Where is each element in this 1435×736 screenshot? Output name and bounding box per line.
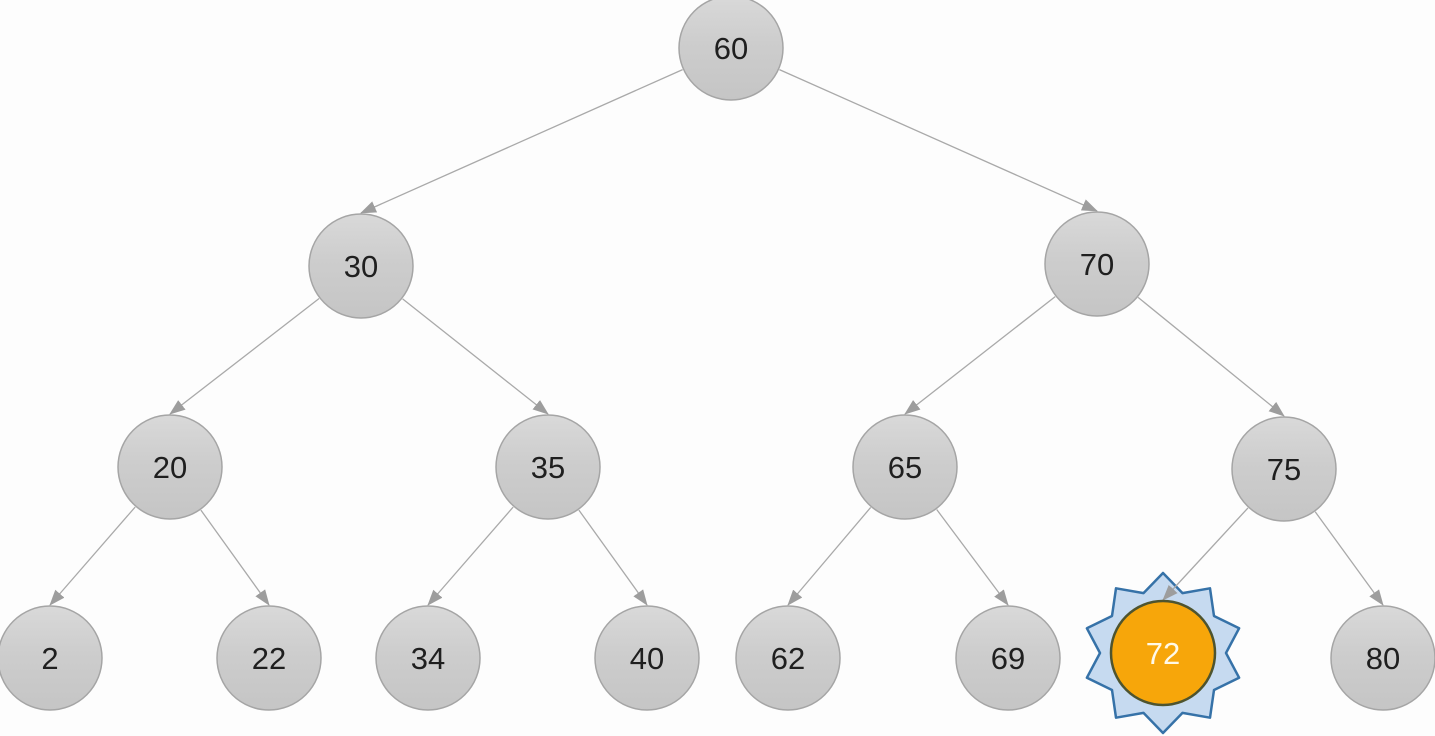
tree-node-value: 35 (531, 450, 565, 485)
node-circle (852, 414, 958, 520)
highlighted-node-circle (1109, 599, 1217, 707)
node-circle (594, 605, 700, 711)
tree-node-value: 30 (344, 249, 378, 284)
node-circle (678, 0, 784, 101)
node-circle (1044, 211, 1150, 317)
tree-edge-65-62 (787, 506, 872, 606)
tree-node-value: 2 (41, 641, 58, 676)
tree-node-value: 70 (1080, 247, 1114, 282)
tree-node-value: 62 (771, 641, 805, 676)
tree-edge-30-35 (402, 298, 549, 415)
tree-edge-20-2 (49, 506, 136, 606)
tree-node: 62 (735, 605, 841, 711)
tree-node-value: 69 (991, 641, 1025, 676)
tree-edge-70-75 (1137, 296, 1285, 417)
tree-node: 75 (1231, 416, 1337, 522)
tree-node: 22 (216, 605, 322, 711)
node-circle (216, 605, 322, 711)
tree-edge-60-30 (360, 69, 683, 214)
tree-edge-35-40 (578, 509, 648, 606)
tree-node: 69 (955, 605, 1061, 711)
tree-edge-75-72 (1162, 507, 1249, 601)
tree-edge-35-34 (427, 506, 514, 606)
tree-edge-65-69 (936, 509, 1009, 606)
tree-edge-70-65 (904, 296, 1056, 415)
tree-node: 20 (117, 414, 223, 520)
node-circle (495, 414, 601, 520)
node-circle (735, 605, 841, 711)
tree-node: 35 (495, 414, 601, 520)
edge-layer (49, 69, 1384, 606)
tree-node-value: 40 (630, 641, 664, 676)
node-circle (1330, 605, 1435, 711)
tree-node: 40 (594, 605, 700, 711)
tree-node: 65 (852, 414, 958, 520)
tree-edge-60-70 (779, 69, 1098, 212)
node-circle (117, 414, 223, 520)
node-circle (955, 605, 1061, 711)
tree-node-value: 80 (1366, 641, 1400, 676)
tree-node-value: 34 (411, 641, 445, 676)
tree-node-value: 65 (888, 450, 922, 485)
node-circle (308, 213, 414, 319)
tree-edge-75-80 (1314, 511, 1384, 606)
tree-edge-30-20 (169, 297, 320, 415)
tree-node: 34 (375, 605, 481, 711)
tree-node: 2 (0, 605, 103, 711)
tree-node: 80 (1330, 605, 1435, 711)
tree-node-value: 60 (714, 31, 748, 66)
node-circle (0, 605, 103, 711)
tree-node-value: 22 (252, 641, 286, 676)
tree-node-value: 75 (1267, 452, 1301, 487)
tree-node-highlighted: 72 (1109, 599, 1217, 707)
tree-node: 60 (678, 0, 784, 101)
node-circle (375, 605, 481, 711)
tree-node-value: 20 (153, 450, 187, 485)
tree-node-value: 72 (1146, 636, 1180, 671)
tree-node: 70 (1044, 211, 1150, 317)
tree-node: 30 (308, 213, 414, 319)
tree-edge-20-22 (200, 509, 270, 606)
node-circle (1231, 416, 1337, 522)
